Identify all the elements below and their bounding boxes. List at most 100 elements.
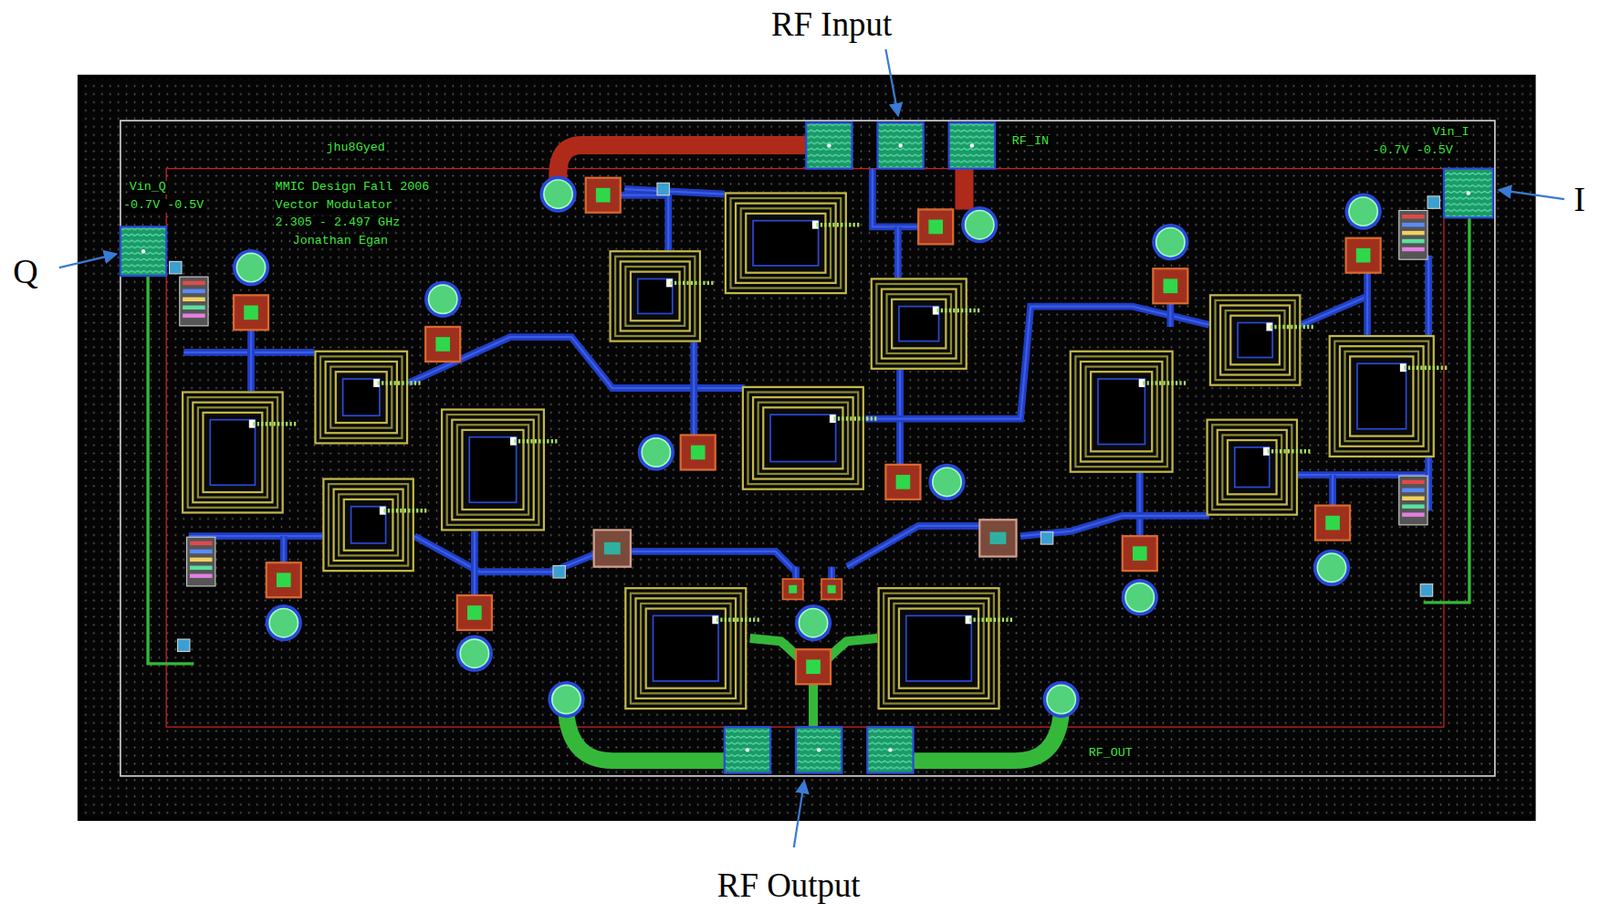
- resistor-stripe: [1401, 247, 1425, 251]
- inductor-body: [1209, 293, 1302, 387]
- spiral-inductor: [724, 191, 862, 294]
- probe-pad: [795, 726, 842, 773]
- inductor-turn: [883, 593, 994, 704]
- pad-center: [816, 747, 821, 752]
- inductor-turn: [747, 392, 858, 485]
- via-hole: [456, 635, 493, 672]
- inductor-turn: [1215, 300, 1296, 380]
- capacitor-plate: [1325, 515, 1340, 531]
- spiral-inductor: [1328, 334, 1450, 458]
- spiral-inductor: [877, 586, 1015, 710]
- inductor-turn: [881, 289, 957, 359]
- inductor-turn: [625, 266, 685, 326]
- spiral-inductor: [181, 390, 298, 513]
- via-hole-core: [543, 179, 573, 209]
- design-note: MMIC Design Fall 2006: [273, 180, 432, 195]
- circuit-layout: [120, 122, 1494, 773]
- via-hole-core: [269, 608, 298, 638]
- inductor-turn: [876, 283, 962, 364]
- inductor-turn: [741, 208, 831, 278]
- trace: [414, 535, 603, 572]
- inductor-turn: [620, 261, 691, 331]
- callout-label: I: [1573, 180, 1586, 220]
- inductor-turn: [323, 479, 413, 572]
- via-hole: [1121, 578, 1159, 616]
- via-hole: [424, 281, 461, 318]
- resistor-stripe: [1401, 230, 1425, 235]
- inductor-bridge: [252, 421, 298, 426]
- inductor-bridge: [969, 617, 1015, 622]
- inductor-bridge: [815, 222, 861, 227]
- resistor-stripe: [182, 313, 206, 317]
- inductor-bridge: [833, 416, 879, 420]
- inductor-turn: [878, 587, 1000, 709]
- spiral-inductor: [322, 477, 429, 572]
- inductor-turn: [441, 409, 544, 531]
- capacitor: [1122, 535, 1158, 571]
- via-hole-core: [798, 608, 827, 638]
- inductor-turn: [752, 397, 854, 479]
- via-hole-core: [1349, 197, 1378, 226]
- via-hole-core: [932, 467, 962, 496]
- inductor-turn: [1207, 419, 1297, 515]
- inductor-core: [343, 378, 380, 416]
- spiral-inductor: [313, 350, 423, 445]
- lead-marker: [553, 565, 565, 578]
- inductor-core: [899, 306, 940, 342]
- inductor-turn: [1225, 310, 1286, 370]
- inductor-body: [1328, 334, 1435, 458]
- inductor-turn: [198, 407, 268, 497]
- inductor-turn: [334, 489, 404, 561]
- inductor-bridge: [383, 508, 429, 513]
- resistor-stripe: [1401, 480, 1425, 484]
- capacitor: [979, 519, 1016, 556]
- inductor-bridge: [1267, 449, 1313, 453]
- pad-center: [745, 747, 750, 752]
- inductor-turn: [893, 603, 984, 693]
- resistor: [1399, 475, 1428, 525]
- probe-pad: [724, 726, 771, 773]
- inductor-bridge: [936, 308, 982, 313]
- inductor-turn: [1212, 424, 1292, 510]
- inductor-core: [770, 414, 837, 461]
- probe-pad: [805, 122, 852, 168]
- via-hole-core: [1046, 684, 1076, 713]
- capacitor: [1152, 268, 1188, 304]
- trace: [622, 551, 796, 572]
- resistor: [187, 536, 216, 586]
- inductor-turn: [457, 424, 529, 514]
- callout-label: RF Output: [717, 867, 861, 905]
- spiral-inductor: [742, 386, 879, 491]
- inductor-turn: [630, 593, 742, 704]
- green-trace: [808, 679, 818, 728]
- inductor-bridge: [670, 281, 716, 285]
- design-note: 2.305 - 2.497 GHz: [273, 216, 403, 231]
- leader-arrows: [59, 49, 1565, 848]
- capacitor: [680, 434, 716, 470]
- trace-core: [847, 525, 1001, 567]
- inductor-turn: [615, 256, 695, 336]
- inductor-turn: [636, 597, 737, 699]
- inductor-turn: [1217, 429, 1287, 505]
- port-name: RF_IN: [1010, 135, 1051, 149]
- inductor-turn: [899, 608, 979, 689]
- capacitor-plate: [435, 336, 450, 352]
- via-hole: [1151, 223, 1189, 261]
- inductor-core: [906, 615, 973, 681]
- capacitor-plate: [827, 585, 837, 594]
- inductor-turn: [188, 397, 278, 508]
- capacitor-plate: [604, 542, 621, 555]
- leader-arrow: [1499, 189, 1564, 199]
- capacitor: [1315, 505, 1350, 541]
- pad-center: [1466, 190, 1471, 195]
- resistor-stripe: [189, 557, 213, 562]
- probe-pad: [949, 122, 995, 168]
- trace-core: [622, 551, 796, 572]
- capacitor-plate: [989, 532, 1006, 544]
- via-hole: [1345, 193, 1382, 231]
- inductor-turn: [335, 371, 387, 423]
- inductor-turn: [461, 429, 523, 510]
- resistor-stripe: [189, 565, 213, 570]
- inductor-turn: [646, 608, 726, 689]
